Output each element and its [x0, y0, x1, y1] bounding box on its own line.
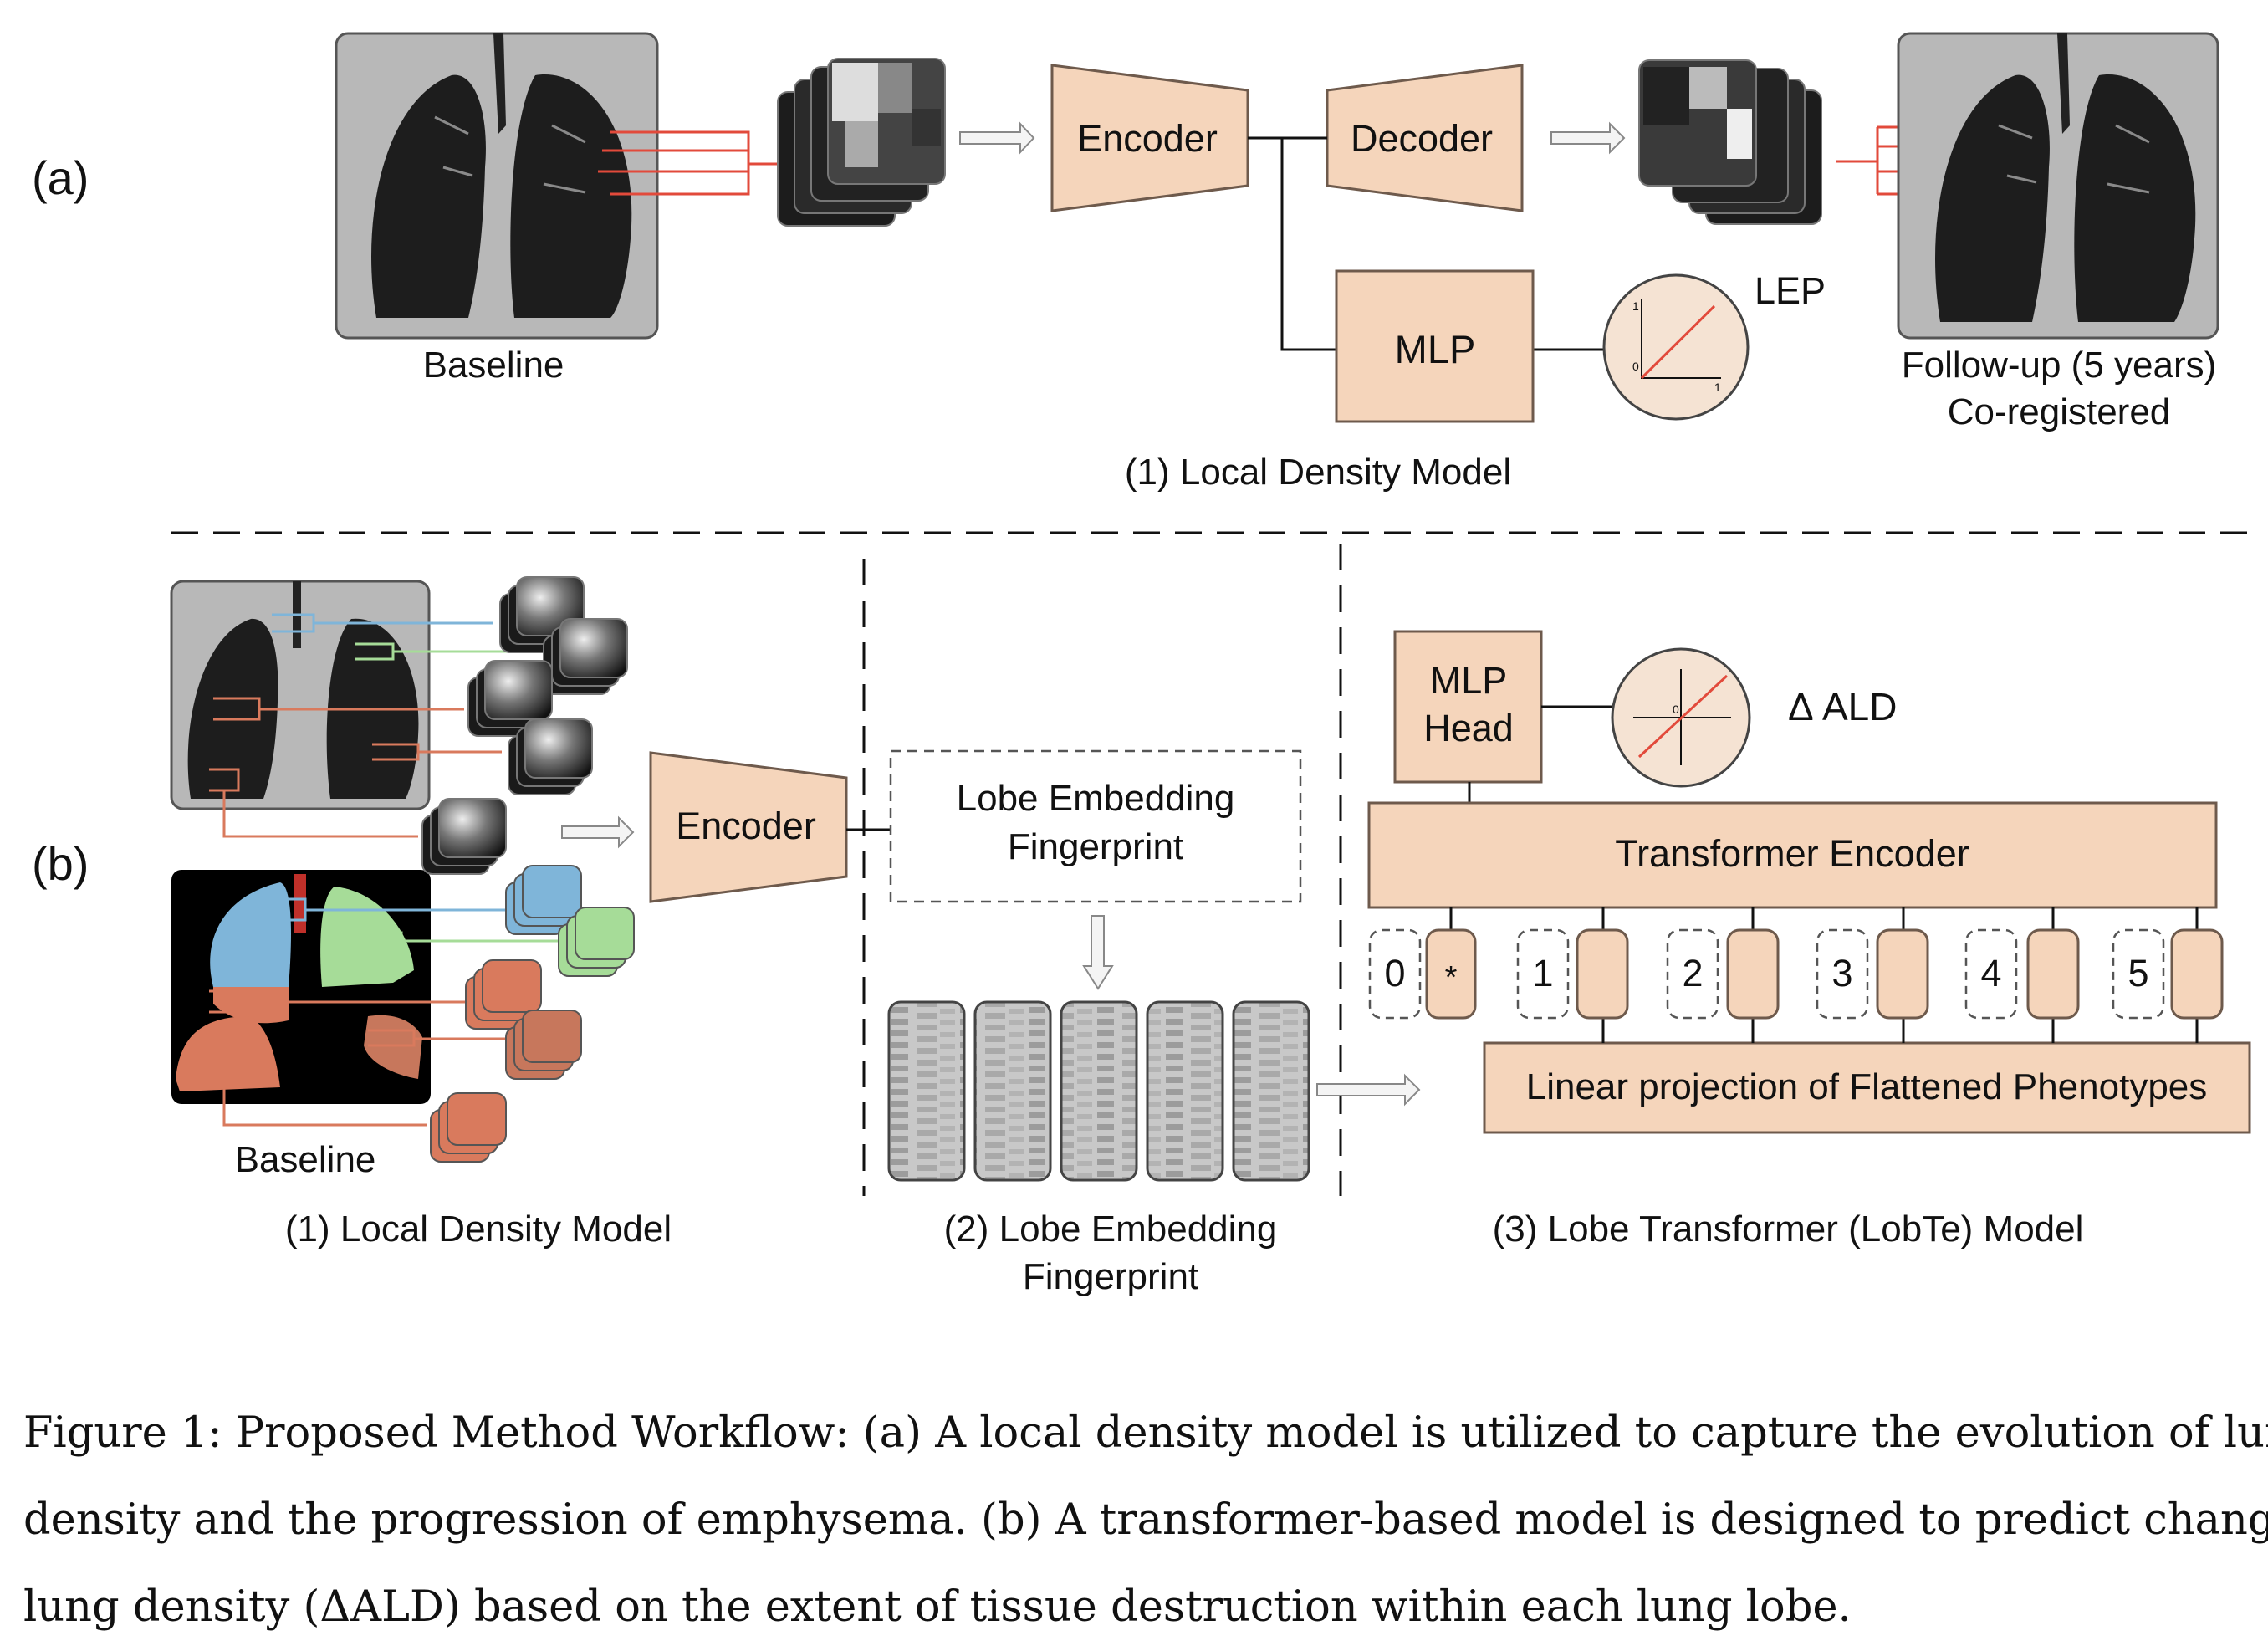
embedding-token-2 — [1726, 928, 1780, 1020]
delta-ald-label: Δ ALD — [1788, 685, 1898, 728]
token-label-4: 4 — [1980, 952, 2002, 994]
figure-caption: Figure 1: Proposed Method Workflow: (a) … — [23, 1390, 2268, 1651]
fingerprint-box-line2: Fingerprint — [1007, 826, 1184, 867]
fingerprint-columns — [887, 1000, 1310, 1182]
mlp-head-line2: Head — [1423, 707, 1514, 749]
latent-connections-a — [1248, 136, 1606, 351]
cls-token — [1425, 928, 1477, 1020]
embedding-token-5 — [2170, 928, 2224, 1020]
arrow-to-projection — [1316, 1073, 1421, 1107]
baseline-ct-scan-a — [335, 32, 659, 340]
lobe-segmentation-map — [171, 870, 431, 1104]
delta-ald-plot-icon — [1611, 647, 1751, 788]
token-boxes — [1368, 928, 2224, 1020]
caption-line-2: density and the progression of emphysema… — [23, 1495, 2268, 1545]
panel-a-label: (a) — [32, 151, 89, 204]
lobe-connectors-b — [209, 613, 560, 1127]
section2-title-line1: (2) Lobe Embedding — [943, 1209, 1278, 1250]
token-connectors — [1449, 907, 2199, 1043]
position-token-4 — [1964, 928, 2018, 1020]
lep-tick-origin: 0 — [1632, 360, 1639, 373]
delta-ald-plot-origin: 0 — [1673, 703, 1679, 716]
encoder-block-b — [649, 751, 848, 903]
token-label-2: 2 — [1682, 952, 1704, 994]
input-patch-stack-a — [777, 58, 946, 227]
arrow-to-encoder-b — [561, 815, 635, 849]
decoder-block-a — [1326, 64, 1524, 212]
embedding-token-3 — [1876, 928, 1929, 1020]
baseline-label-a: Baseline — [422, 345, 564, 386]
encoder-label-a: Encoder — [1077, 117, 1218, 160]
arrow-to-output-a — [1550, 121, 1626, 155]
baseline-label-b: Baseline — [234, 1139, 376, 1180]
position-token-3 — [1816, 928, 1869, 1020]
lobe-patch-stacks-b — [430, 865, 635, 1163]
position-token-1 — [1516, 928, 1570, 1020]
token-label-1: 1 — [1532, 952, 1554, 994]
caption-line-1: Figure 1: Proposed Method Workflow: (a) … — [23, 1408, 2268, 1458]
embedding-token-1 — [1576, 928, 1629, 1020]
decoder-label-a: Decoder — [1350, 117, 1494, 160]
followup-label-line2: Co-registered — [1947, 391, 2171, 432]
token-label-0: 0 — [1384, 952, 1406, 994]
arrow-to-encoder-a — [959, 121, 1035, 155]
caption-line-3: lung density (ΔALD) based on the extent … — [23, 1582, 1852, 1632]
panel-b-label: (b) — [32, 837, 89, 890]
baseline-ct-scan-b — [170, 580, 431, 810]
mlp-block-a — [1335, 269, 1535, 423]
lep-plot-icon — [1602, 273, 1750, 421]
output-patch-stack-a — [1638, 59, 1822, 225]
mlp-head-line1: MLP — [1429, 659, 1508, 702]
section2-title-line2: Fingerprint — [1022, 1256, 1199, 1297]
token-label-5: 5 — [2128, 952, 2149, 994]
section-title-a: (1) Local Density Model — [1124, 452, 1512, 493]
projection-label: Linear projection of Flattened Phenotype… — [1525, 1066, 2208, 1107]
encoder-block-a — [1050, 64, 1249, 212]
transformer-encoder-block — [1367, 801, 2218, 909]
linear-projection-block — [1483, 1041, 2251, 1134]
followup-label-line1: Follow-up (5 years) — [1901, 345, 2217, 386]
position-token-0 — [1368, 928, 1422, 1020]
position-token-5 — [2112, 928, 2165, 1020]
embedding-token-4 — [2026, 928, 2080, 1020]
position-token-2 — [1666, 928, 1719, 1020]
section3-title: (3) Lobe Transformer (LobTe) Model — [1492, 1209, 2084, 1250]
token-label-3: 3 — [1831, 952, 1853, 994]
transformer-encoder-label: Transformer Encoder — [1615, 832, 1969, 875]
encoder-label-b: Encoder — [676, 805, 816, 847]
token-label-cls: * — [1444, 960, 1458, 995]
fingerprint-box — [889, 749, 1302, 903]
lep-tick-y-top: 1 — [1632, 299, 1639, 313]
lep-label: LEP — [1755, 269, 1826, 312]
ct-patch-stacks-b — [421, 576, 628, 875]
arrow-down-to-fingerprints — [1082, 915, 1114, 990]
fingerprint-box-line1: Lobe Embedding — [956, 778, 1235, 819]
followup-ct-scan-a — [1897, 32, 2219, 340]
red-connectors-baseline-a — [598, 130, 778, 196]
mlp-label-a: MLP — [1394, 327, 1476, 371]
section1-title-b: (1) Local Density Model — [284, 1209, 672, 1250]
lep-tick-x-right: 1 — [1714, 381, 1721, 394]
